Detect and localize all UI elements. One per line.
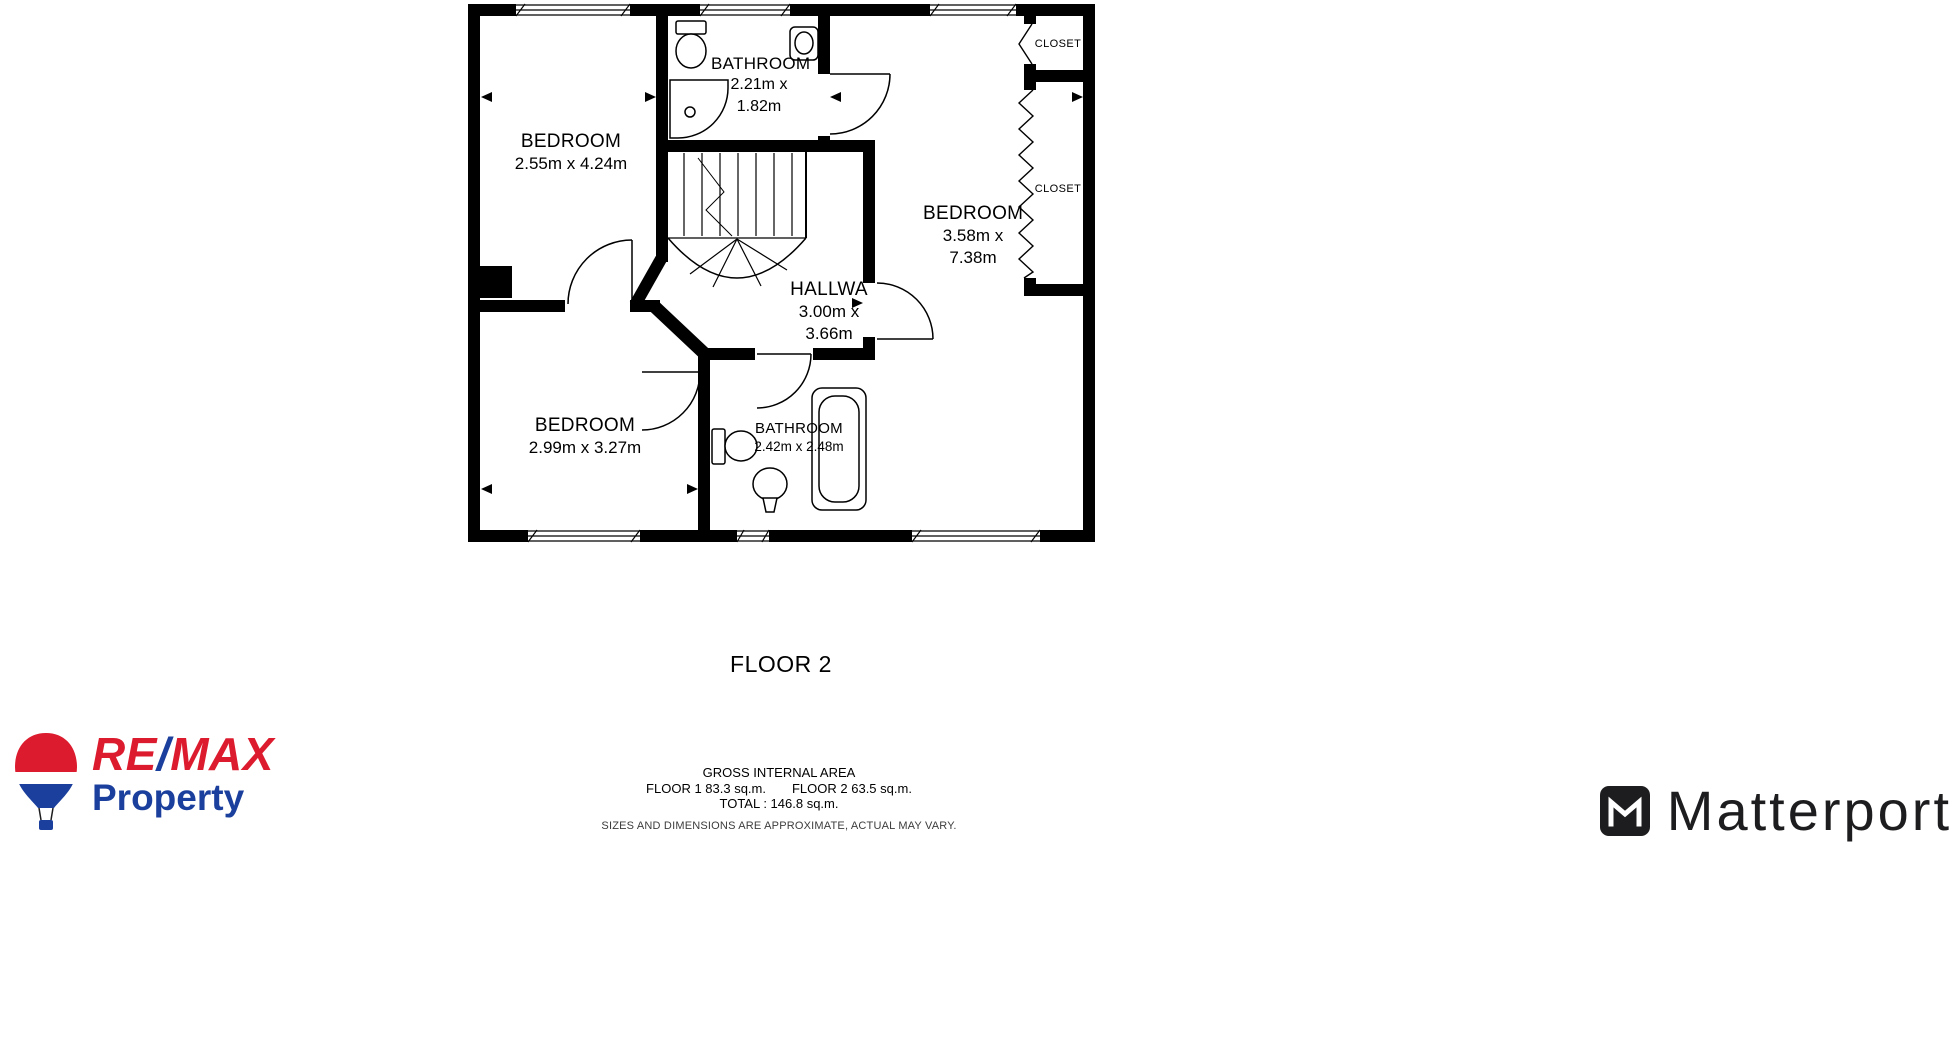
room-dims: 2.99m x 3.27m [528, 438, 642, 457]
room-name: BEDROOM [520, 131, 622, 152]
room-name: BEDROOM [923, 203, 1024, 224]
gross-area-label: GROSS INTERNAL AREA [702, 765, 856, 780]
toilet-icon [675, 20, 707, 69]
floor-areas-line: FLOOR 1 83.3 sq.m. FLOOR 2 63.5 sq.m. [601, 781, 956, 797]
room-name: BATHROOM [711, 54, 811, 73]
stairs [667, 152, 807, 288]
room-label-closet-top: CLOSET [1034, 38, 1082, 50]
remax-wordmark: RE/MAX Property [92, 731, 274, 819]
matterport-logo: Matterport [1597, 778, 1952, 843]
remax-slash: / [156, 728, 171, 780]
remax-re: RE [92, 728, 157, 780]
sink-icon [789, 26, 819, 61]
window-icons [515, 3, 1041, 543]
total-area: TOTAL : 146.8 sq.m. [719, 796, 839, 811]
matterport-mark-icon [1599, 785, 1650, 836]
dimension-arrow-icons [481, 92, 1083, 494]
floor2-area: FLOOR 2 63.5 sq.m. [791, 780, 912, 796]
disclaimer: SIZES AND DIMENSIONS ARE APPROXIMATE, AC… [601, 819, 957, 832]
room-name: BATHROOM [755, 420, 843, 437]
room-dims: 2.55m x 4.24m [514, 154, 628, 173]
room-name: BEDROOM [534, 415, 636, 436]
shower-icon [669, 79, 729, 139]
remax-logo: RE/MAX Property [10, 731, 274, 835]
matterport-wordmark: Matterport [1666, 779, 1952, 842]
room-label-closet-middle: CLOSET [1034, 183, 1082, 195]
room-label-bathroom-bottom: BATHROOM 2.42m x 2.48m [724, 420, 874, 455]
room-label-hallway: HALLWA 3.00m x 3.66m [780, 278, 878, 345]
room-dims: 3.58m x 7.38m [942, 226, 1004, 267]
room-label-bedroom-top-left: BEDROOM 2.55m x 4.24m [481, 130, 661, 175]
remax-name: RE/MAX [92, 731, 274, 777]
room-dims: 2.42m x 2.48m [754, 439, 844, 454]
floor1-area: FLOOR 1 83.3 sq.m. [646, 780, 766, 796]
room-label-bedroom-right: BEDROOM 3.58m x 7.38m [923, 202, 1023, 269]
room-label-bathroom-top: BATHROOM 2.21m x 1.82m [711, 53, 811, 118]
bathtub-icon [811, 387, 867, 511]
floorplan-walls [468, 4, 1095, 542]
room-dims: 3.00m x 3.66m [798, 302, 860, 343]
room-label-bedroom-bottom-left: BEDROOM 2.99m x 3.27m [495, 414, 675, 459]
door-arc-icons [567, 73, 934, 431]
remax-balloon-icon [15, 733, 77, 830]
room-dims: 2.21m x 1.82m [730, 76, 788, 115]
remax-subtitle: Property [92, 777, 245, 818]
sink-icon [752, 467, 788, 513]
area-summary: GROSS INTERNAL AREA FLOOR 1 83.3 sq.m.FL… [601, 765, 956, 834]
remax-max: MAX [170, 728, 274, 780]
floor-title: FLOOR 2 [730, 651, 832, 677]
room-name: HALLWA [790, 279, 868, 300]
toilet-icon [711, 428, 758, 465]
closet-door-icons [1017, 23, 1035, 279]
